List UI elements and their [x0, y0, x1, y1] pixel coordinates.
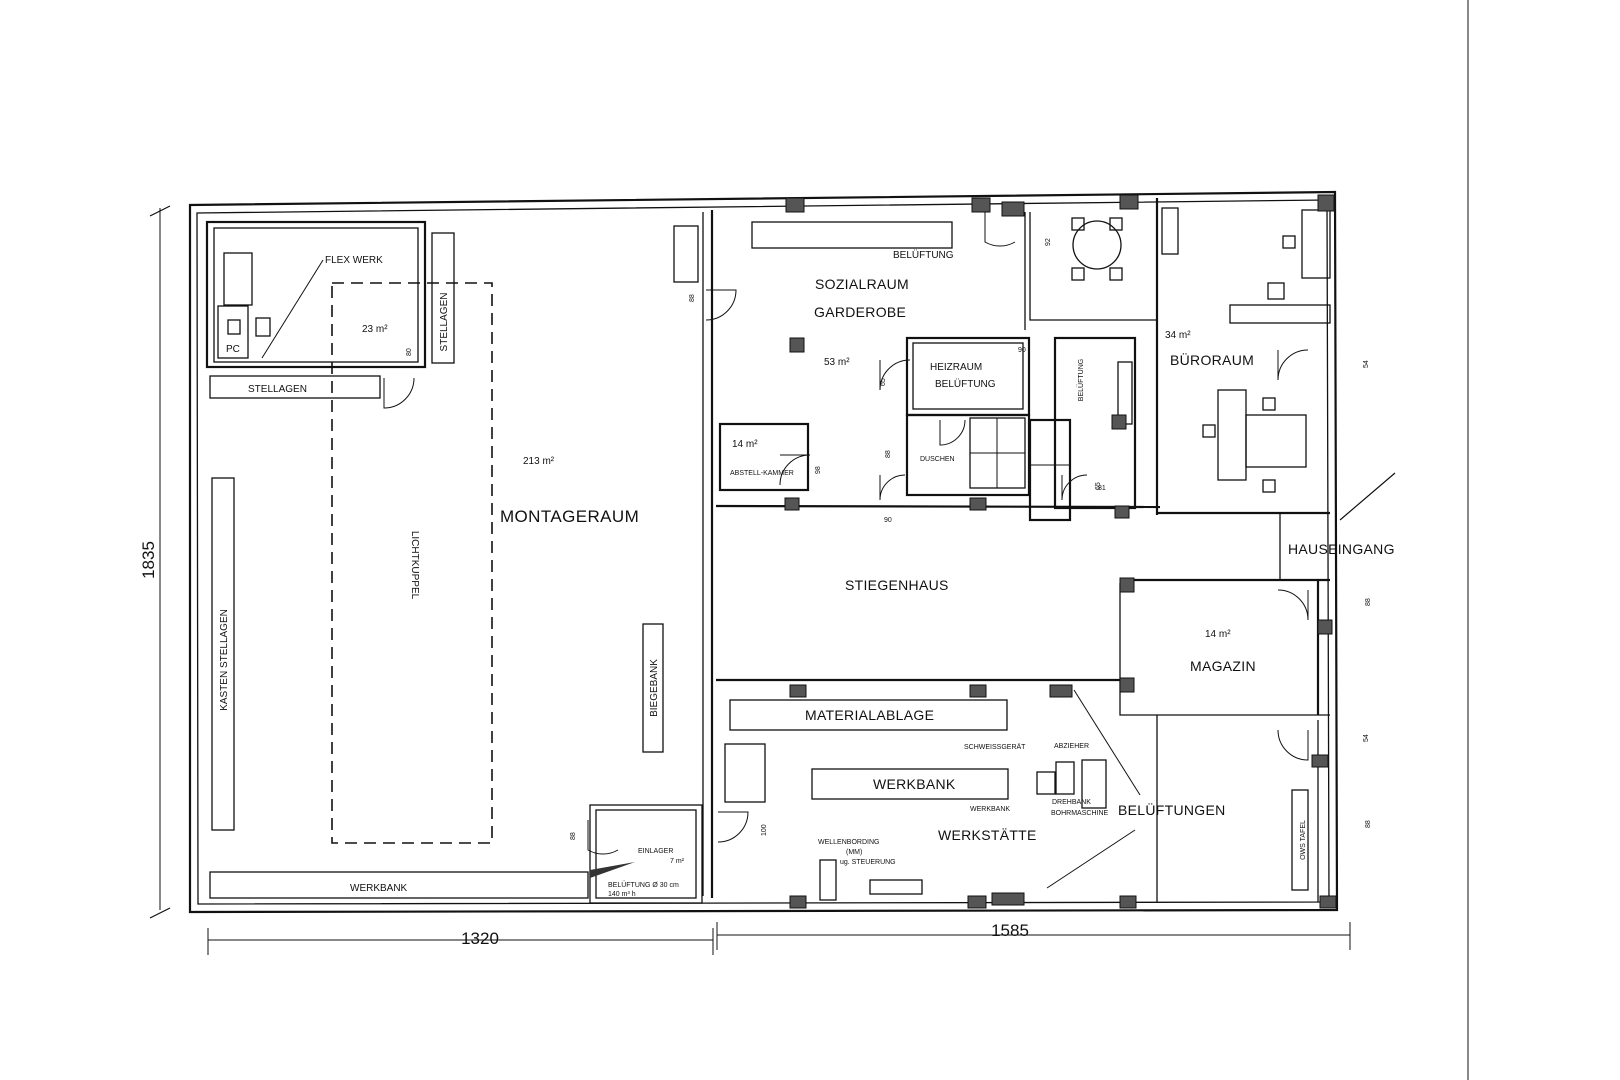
label-abstellkammer: ABSTELL-KAMMER [730, 470, 794, 477]
label-belueftung-top: BELÜFTUNG [893, 249, 954, 261]
label-magazin: MAGAZIN [1190, 658, 1256, 674]
door-width-label: 54 [1363, 734, 1370, 742]
door-width-labels: 80 88 92 65 98 88 90 90 65 54 88 54 100 … [406, 238, 1372, 840]
room-heizraum: HEIZRAUM BELÜFTUNG [905, 336, 1031, 417]
dim-width-right-label: 1585 [991, 921, 1029, 940]
doors [383, 212, 1309, 855]
door-width-label: 88 [1365, 820, 1372, 828]
room-buero: 34 m² BÜRORAUM [1161, 207, 1331, 493]
label-area-23: 23 m² [362, 324, 388, 335]
label-hauseingang: HAUSEINGANG [1288, 541, 1395, 557]
label-belueftung-small: BELÜFTUNG Ø 30 cm [608, 881, 679, 889]
label-stellagen-top: STELLAGEN [248, 384, 307, 395]
room-magazin: 14 m² MAGAZIN [1190, 629, 1256, 674]
door-width-label: 88 [570, 832, 577, 840]
door-width-label: 88 [689, 294, 696, 302]
label-einlager: EINLAGER [638, 848, 673, 855]
label-belueftungen: BELÜFTUNGEN [1118, 801, 1226, 818]
label-maschinen-2: (MM) [846, 849, 862, 856]
columns [784, 194, 1337, 909]
dim-height-label: 1835 [139, 541, 158, 579]
door-width-label: 81 [1098, 485, 1106, 492]
label-area-213: 213 m² [523, 456, 555, 467]
label-biegebank: BIEGEBANK [649, 659, 660, 717]
door-width-label: 65 [880, 378, 887, 386]
room-flex-werk: FLEX WERK PC 23 m² [205, 220, 427, 369]
dimension-width-right: 1585 [716, 921, 1351, 950]
label-werkbank-left: WERKBANK [350, 883, 408, 894]
label-belueftung-small-2: 140 m³ h [608, 891, 636, 898]
door-width-label: 90 [1018, 347, 1026, 354]
door-width-label: 80 [406, 348, 413, 356]
label-belueftung-vert: BELÜFTUNG [1077, 359, 1085, 401]
label-stiegenhaus: STIEGENHAUS [845, 577, 949, 593]
dining-area [1071, 217, 1123, 281]
room-stiegenhaus: STIEGENHAUS [845, 577, 949, 593]
shelving-top: STELLAGEN [209, 375, 381, 399]
label-werkbank-schild: WERKBANK [970, 806, 1010, 813]
room-abstellkammer: 14 m² ABSTELL-KAMMER [718, 422, 810, 492]
label-ofen-tafel: OWS TAFEL [1300, 820, 1307, 860]
room-einlager: EINLAGER 7 m² BELÜFTUNG Ø 30 cm 140 m³ h [589, 804, 703, 904]
room-werkstaette: MATERIALABLAGE WERKBANK SCHWEISSGERÄT AB… [724, 689, 1309, 901]
label-stellagen-left: STELLAGEN [439, 293, 450, 352]
dimension-width-left: 1320 [207, 928, 714, 955]
door-width-label: 88 [885, 450, 892, 458]
door-width-label: 92 [1045, 238, 1052, 246]
label-drehbank: DREHBANK [1052, 799, 1091, 806]
label-buero: BÜRORAUM [1170, 351, 1254, 368]
label-schweissgeraet: SCHWEISSGERÄT [964, 743, 1026, 751]
door-width-label: 88 [1365, 598, 1372, 606]
interior-walls [702, 198, 1330, 902]
dim-width-left-label: 1320 [461, 929, 499, 948]
dimension-height: 1835 [139, 205, 171, 919]
room-duschen: DUSCHEN [905, 413, 1072, 522]
label-lichtkuppel: LICHTKUPPEL [409, 531, 420, 600]
label-area-53: 53 m² [824, 357, 850, 368]
label-abzieher: ABZIEHER [1054, 743, 1089, 750]
room-montageraum: 213 m² MONTAGERAUM LICHTKUPPEL KASTEN ST… [209, 225, 699, 899]
label-flex-werk: FLEX WERK [325, 255, 383, 266]
label-pc: PC [226, 344, 240, 355]
label-materialablage: MATERIALABLAGE [805, 707, 934, 723]
label-werkstaette: WERKSTÄTTE [938, 827, 1037, 843]
label-sozialraum: SOZIALRAUM [815, 276, 909, 292]
door-width-label: 90 [884, 517, 892, 524]
door-width-label: 54 [1363, 360, 1370, 368]
entrance: HAUSEINGANG [1288, 472, 1396, 557]
shelving-right-top: STELLAGEN [431, 232, 455, 364]
label-area-7: 7 m² [670, 858, 685, 865]
door-width-label: 98 [815, 466, 822, 474]
table-icon [1072, 220, 1122, 270]
room-sozialraum: BELÜFTUNG SOZIALRAUM GARDEROBE 53 m² [751, 221, 954, 368]
label-belueftung-heiz: BELÜFTUNG [935, 378, 996, 390]
label-heizraum: HEIZRAUM [930, 362, 982, 373]
label-garderobe: GARDEROBE [814, 304, 906, 320]
label-duschen: DUSCHEN [920, 456, 955, 463]
label-area-buero: 34 m² [1165, 330, 1191, 341]
label-maschinen-1: WELLENBORDING [818, 839, 879, 846]
label-bohrmaschine: BOHRMASCHINE [1051, 810, 1109, 817]
label-montageraum: MONTAGERAUM [500, 507, 639, 526]
door-width-label: 100 [761, 824, 768, 836]
label-werkbank-right: WERKBANK [873, 776, 956, 792]
label-kasten-stellagen: KASTEN STELLAGEN [219, 609, 230, 711]
label-area-14-mag: 14 m² [1205, 629, 1231, 640]
label-area-14-left: 14 m² [732, 439, 758, 450]
door-width-label: 65 [1095, 482, 1102, 490]
label-maschinen-3: ug. STEUERUNG [840, 859, 896, 866]
